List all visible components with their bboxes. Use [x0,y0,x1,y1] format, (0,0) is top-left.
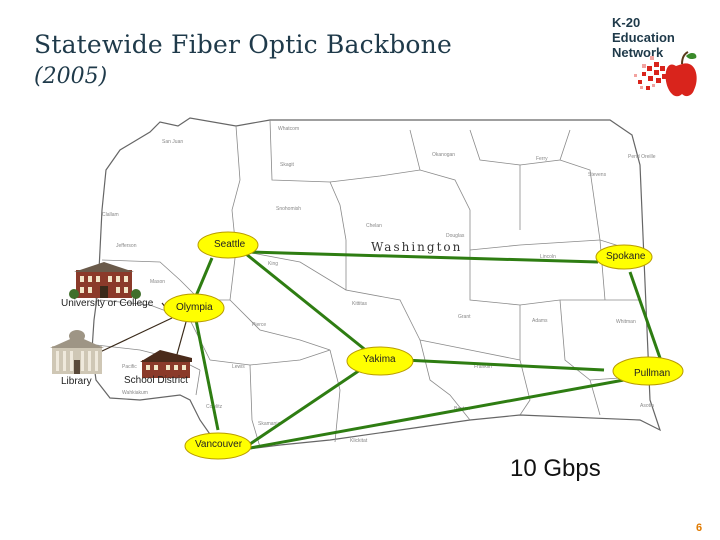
node-pullman [612,356,684,386]
site-label-library: Library [61,376,92,387]
svg-text:Franklin: Franklin [474,364,492,370]
node-label-pullman: Pullman [634,368,671,379]
school-icon [140,350,192,378]
svg-text:Lewis: Lewis [232,364,245,370]
svg-text:Adams: Adams [532,318,548,324]
svg-text:King: King [268,261,278,267]
svg-text:Kittitas: Kittitas [352,301,368,307]
slide-subtitle: (2005) [34,64,108,89]
svg-text:Skamania: Skamania [258,421,280,427]
slide-title: Statewide Fiber Optic Backbone [34,30,452,59]
svg-text:Asotin: Asotin [640,403,654,409]
node-spokane [595,244,653,270]
link-yakima-pullman [403,358,605,372]
apple-icon [634,51,697,97]
svg-text:Whatcom: Whatcom [278,126,299,132]
node-label-olympia: Olympia [176,302,213,313]
svg-text:Wahkiakum: Wahkiakum [122,390,148,396]
node-label-vancouver: Vancouver [195,439,243,450]
svg-text:Jefferson: Jefferson [116,243,137,249]
logo-line-1: K-20 [612,15,641,30]
svg-text:Whitman: Whitman [616,319,636,325]
site-label-university: University or College [61,298,154,309]
svg-text:Pend Oreille: Pend Oreille [628,154,656,160]
link-library-olympia [99,317,173,353]
svg-text:Grant: Grant [458,314,471,320]
link-vancouver-yakima [249,368,361,446]
svg-text:Stevens: Stevens [588,172,607,178]
link-pullman-spokane [628,271,662,359]
node-label-seattle: Seattle [214,239,246,250]
node-olympia [163,293,225,323]
university-icon [69,262,141,299]
link-vancouver-pullman [249,378,625,450]
svg-text:Skagit: Skagit [280,162,295,168]
link-seattle-yakima [245,252,369,354]
svg-text:Pacific: Pacific [122,364,137,370]
site-label-school-district: School District [124,375,188,386]
node-label-spokane: Spokane [606,251,646,262]
link-seattle-spokane [247,250,599,264]
state-label: Washington [371,240,463,254]
node-yakima [346,346,414,376]
link-school-olympia [175,321,187,359]
k20-logo: K-20 Education Network [602,14,702,104]
svg-text:Chelan: Chelan [366,223,382,229]
svg-text:Douglas: Douglas [446,233,465,239]
svg-text:Lincoln: Lincoln [540,254,556,260]
svg-text:Okanogan: Okanogan [432,152,455,158]
svg-text:Ferry: Ferry [536,156,548,162]
node-label-yakima: Yakima [363,354,396,365]
page-number: 6 [696,522,703,534]
link-seattle-olympia [194,257,214,297]
link-olympia-vancouver [194,319,220,431]
library-icon [50,330,104,374]
svg-text:Clallam: Clallam [102,212,119,218]
svg-text:Pierce: Pierce [252,322,266,328]
svg-text:Snohomish: Snohomish [276,206,301,212]
svg-text:San Juan: San Juan [162,139,183,145]
node-seattle [197,231,259,259]
node-vancouver [184,432,252,460]
logo-line-2: Education [612,30,675,45]
bandwidth-label: 10 Gbps [510,455,601,482]
svg-text:Mason: Mason [150,279,165,285]
svg-text:Klickitat: Klickitat [350,438,368,444]
